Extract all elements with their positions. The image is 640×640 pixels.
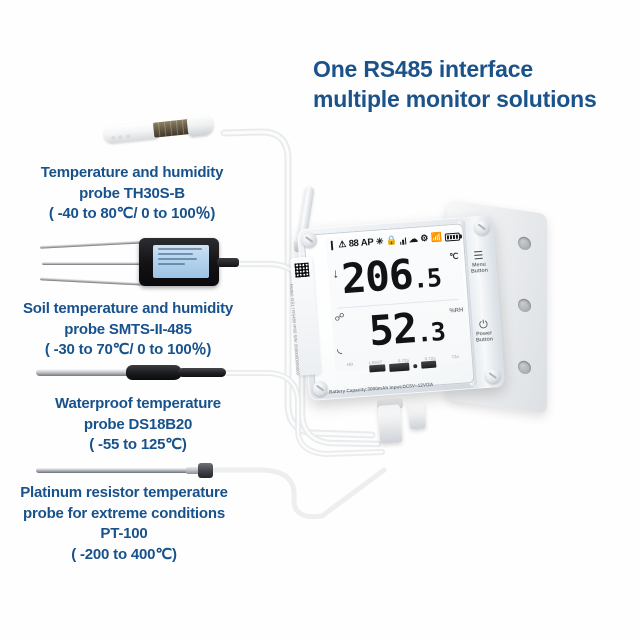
humidity-decimal: .3 [415,316,446,348]
caption-line-1: Platinum resistor temperature [20,484,228,501]
trend-down-icon: ↓ [331,265,340,281]
battery-icon [444,232,462,242]
probe-body [103,121,159,144]
caption-range: ( -55 to 125℃) [89,436,187,453]
power-button[interactable]: ⏻ Power Button [469,318,499,345]
probe-neck [186,467,200,474]
temperature-decimal: .5 [411,263,442,295]
port [413,363,418,368]
probe-cord [178,368,226,377]
probe-boot [126,365,182,380]
caption-line-1: Temperature and humidity [40,164,224,181]
humidity-unit: %RH [449,307,464,315]
caption-range: ( -200 to 400℃) [71,545,177,563]
battery-low-icon: ❙ [327,239,337,251]
humidity-value: 52.3 [367,303,446,360]
lcd-display: ❙ ⚠ 88 AP ✳ 🔒 ☁ ⚙ 📶 ↓ ℃ 206.5 [325,227,470,371]
temperature-unit: ℃ [449,251,459,262]
thermometer-icon: ☍ [334,312,346,324]
probe-body [139,238,219,286]
bluetooth-icon: ✳ [375,236,384,247]
soil-prong [42,262,145,265]
ap-mode-label: AP [360,236,374,249]
headline-line-2: multiple monitor solutions [313,86,597,112]
caption-line-1: Waterproof temperature [55,395,221,412]
bracket-hole [518,235,531,251]
port [369,364,386,373]
probe-label [153,245,209,278]
headline-line-1: One RS485 interface [313,56,533,82]
soil-prong [39,277,146,286]
caption-range: ( -30 to 70℃/ 0 to 100％) [44,341,212,358]
caption-ds18b20: Waterproof temperature probe DS18B20 ( -… [8,394,268,456]
probe-connector [198,463,213,478]
probe-pt-100-image [36,462,226,478]
port [389,362,410,372]
caption-line-2: probe for extreme conditions [23,504,225,522]
menu-button-label-2: Button [470,267,489,276]
caption-line-2: probe DS18B20 [83,415,193,433]
qr-code-icon [294,262,310,278]
caption-line-3: PT-100 [100,525,148,542]
caption-th30s-b: Temperature and humidity probe TH30S-B (… [2,163,262,225]
sensor-connector-2 [408,402,426,430]
caption-pt-100: Platinum resistor temperature probe for … [0,483,254,565]
gear-icon: ⚙ [419,232,429,244]
lcd-foot-label: HD [346,361,354,367]
lock-icon: 🔒 [385,235,398,246]
soil-prong [39,240,146,249]
probe-rod [36,468,191,473]
humidity-whole: 52 [367,303,419,356]
power-button-label-2: Button [475,336,494,344]
temperature-value: 206.5 [340,249,443,308]
temperature-whole: 206 [339,250,415,304]
caption-line-2: probe SMTS-II-485 [64,320,192,338]
port [420,360,437,369]
signal-bars-icon [399,236,407,245]
cloud-icon: ☁ [408,233,419,245]
probe-ds18b20-image [36,364,226,382]
sensor-connector-1 [377,404,403,444]
probe-cable-entry [217,258,239,267]
probe-cap [186,113,215,138]
humidity-icon: ◟ [336,340,343,356]
menu-button[interactable]: ☰ Menu Button [464,249,494,276]
bracket-hole [518,297,531,313]
page-title: One RS485 interface multiple monitor sol… [313,54,633,114]
status-counter: 88 [348,237,359,250]
probe-smts-ii-485-image [36,238,239,289]
probe-tip [36,369,132,376]
caption-line-2: probe TH30S-B [79,184,185,202]
alarm-icon: ⚠ [337,238,347,250]
caption-line-1: Soil temperature and humidity [22,300,234,317]
wifi-icon: 📶 [430,231,443,243]
caption-smts-ii-485: Soil temperature and humidity probe SMTS… [0,299,258,361]
caption-range: ( -40 to 80℃/ 0 to 100％) [48,205,216,222]
rs485-datalogger-device: Model: GS1 / RS485 IP65 S/N: 00000000000… [289,215,506,401]
bracket-hole [518,359,531,375]
